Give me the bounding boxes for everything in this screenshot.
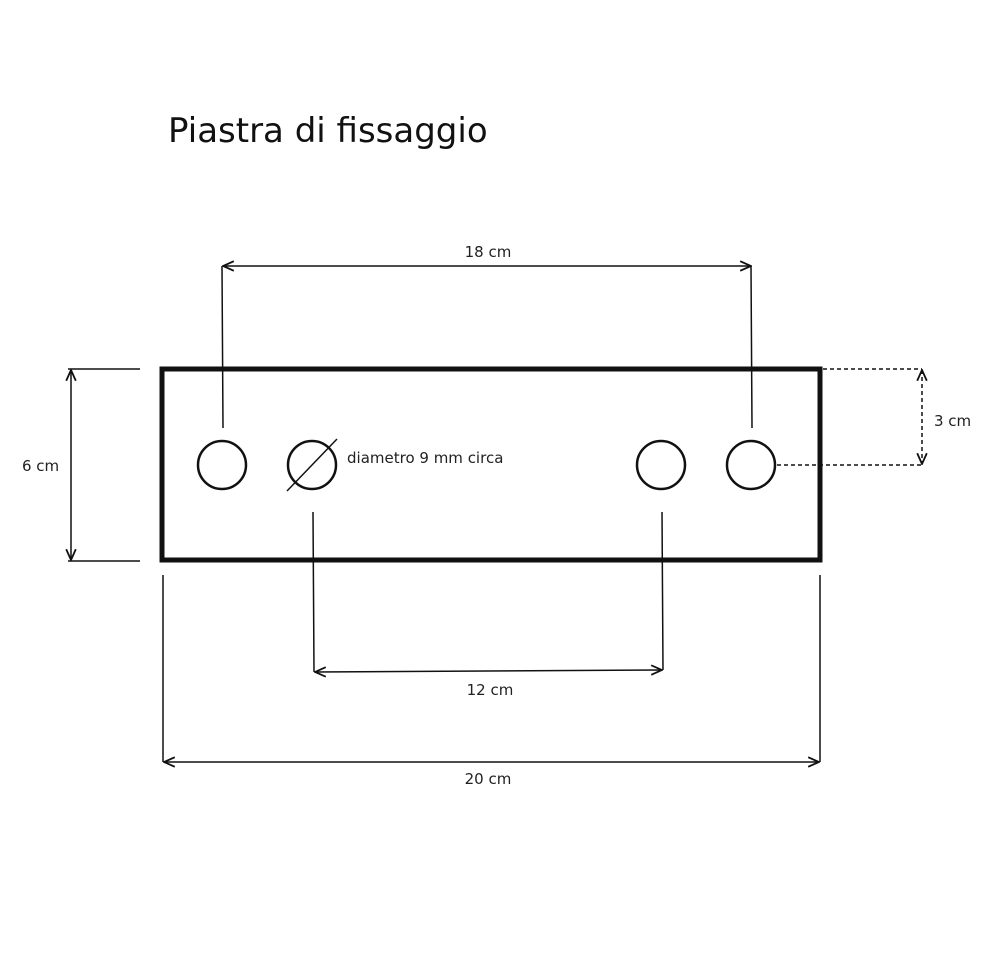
diameter-line: [286, 438, 338, 492]
dimension-line-12cm: [315, 670, 662, 672]
hole-3: [635, 439, 687, 491]
extension-line-hole-3: [661, 511, 664, 671]
dimension-label-18cm: 18 cm: [465, 243, 512, 261]
hole-1: [196, 439, 248, 491]
hole-2: [286, 439, 338, 491]
dimension-label-6cm: 6 cm: [22, 457, 59, 475]
dimension-label-12cm: 12 cm: [467, 681, 514, 699]
hole-diameter-label: diametro 9 mm circa: [347, 449, 503, 467]
diagram-title: Piastra di fissaggio: [168, 111, 488, 151]
extension-line-hole-2: [312, 511, 315, 673]
hole-4: [725, 439, 777, 491]
dimension-label-20cm: 20 cm: [465, 770, 512, 788]
dimension-label-3cm: 3 cm: [934, 412, 971, 430]
extension-line-hole-4: [750, 265, 753, 429]
extension-line-hole-1: [221, 265, 224, 429]
